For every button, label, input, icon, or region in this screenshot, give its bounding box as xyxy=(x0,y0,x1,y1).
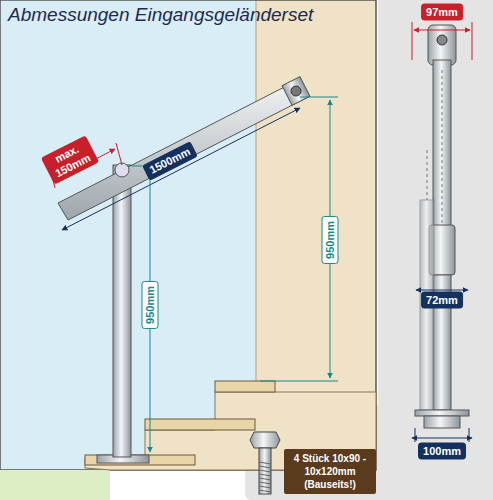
dimension-label: 100mm xyxy=(418,443,466,460)
bolt-spec-box: 4 Stück 10x90 - 10x120mm (Bauseits!) xyxy=(284,449,376,494)
dimension-label: 97mm xyxy=(421,4,463,21)
dimension-label: 72mm xyxy=(421,292,463,309)
spec-text: 4 Stück 10x90 - 10x120mm (Bauseits!) xyxy=(288,452,372,491)
dimension-label: 950mm xyxy=(322,216,339,264)
dimension-label: 950mm xyxy=(142,281,159,329)
diagram-title: Abmessungen Eingangsgeländerset xyxy=(8,4,313,26)
